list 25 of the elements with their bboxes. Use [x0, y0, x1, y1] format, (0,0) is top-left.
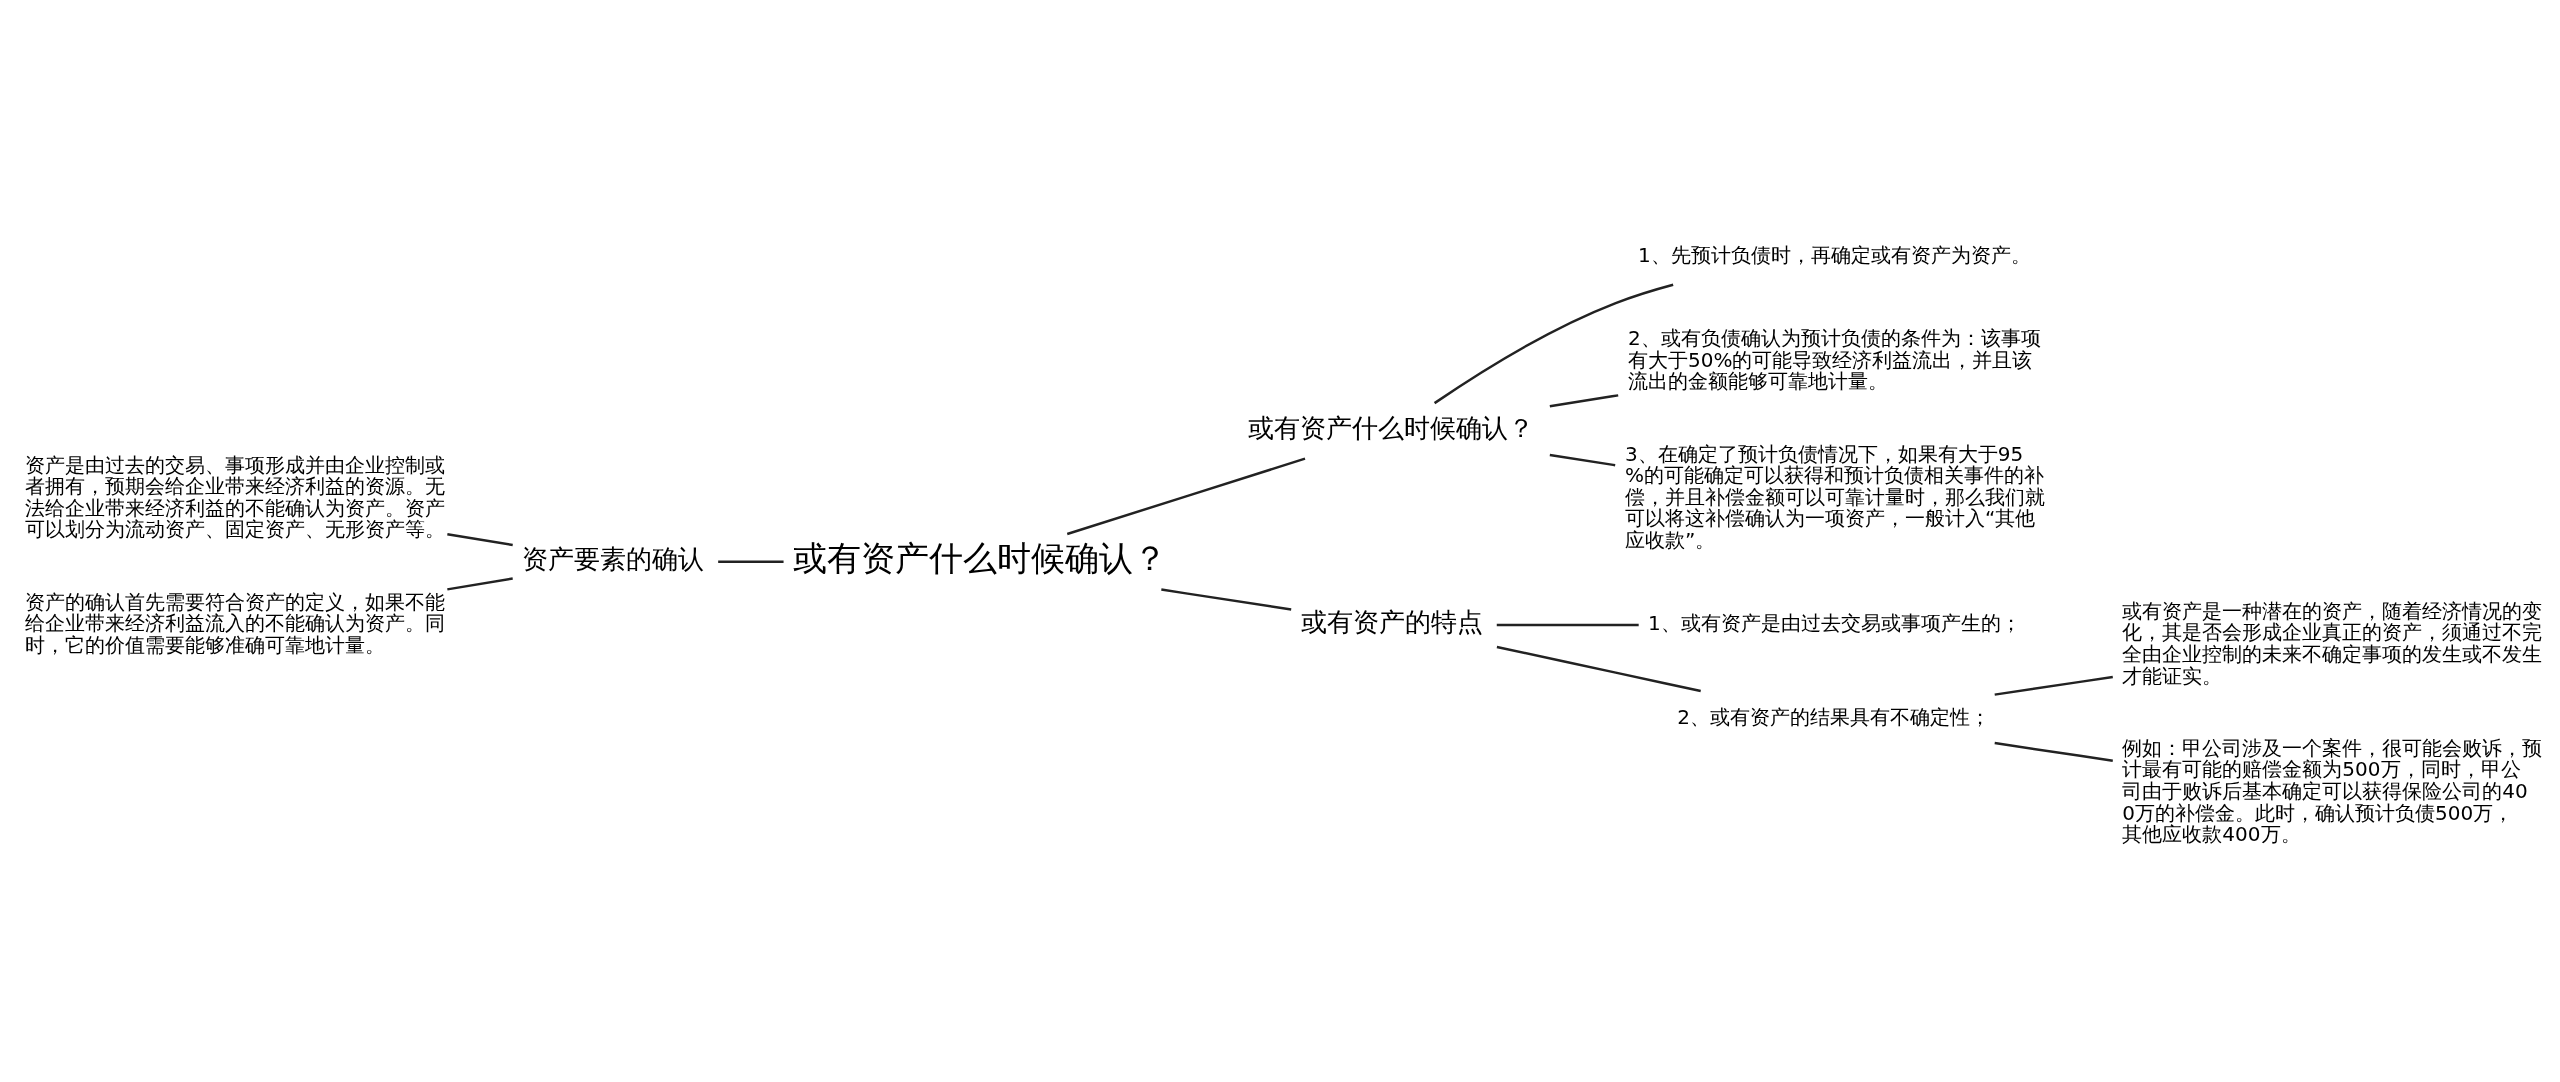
node-text: 或有资产的特点	[1300, 607, 1483, 638]
connector	[447, 577, 513, 591]
connector	[718, 560, 784, 563]
connector	[1994, 741, 2113, 762]
node-text: 或有资产什么时候确认？	[1247, 413, 1534, 444]
connector	[1549, 394, 1619, 408]
node-text: 资产的确认首先需要符合资产的定义，如果不能给企业带来经济利益流入的不能确认为资产。同时，它的价值需要能够准确可靠地计量。	[24, 589, 445, 657]
node-text: 或有资产是一种潜在的资产，随着经济情况的变化，其是否会形成企业真正的资产，须通过不完全由企业控制的未来不确定事项的发生或不发生才能证实。	[2122, 598, 2543, 688]
node-text: 2、或有资产的结果具有不确定性；	[1677, 705, 1991, 730]
node-text: 资产是由过去的交易、事项形成并由企业控制或者拥有，预期会给企业带来经济利益的资源。无法给企业带来经济利益的不能确认为资产。资产可以划分为流动资产、固定资产、无形资产等。	[24, 452, 445, 542]
node-text: 1、先预计负债时，再确定或有资产为资产。	[1638, 243, 2031, 268]
node-text: 2、或有负债确认为预计负债的条件为：该事项有大于50%的可能导致经济利益流出，并且该流出的金额能够可靠地计量。	[1628, 326, 2041, 394]
connector	[1066, 457, 1306, 536]
node-text: 例如：甲公司涉及一个案件，很可能会败诉，预计最有可能的赔偿金额为500万，同时，甲公司由于败诉后基本确定可以获得保险公司的400万的补偿金。此时，确认预计负债500万，其他应收款400万。	[2122, 735, 2543, 847]
node-text: 资产要素的确认	[522, 544, 705, 575]
connector	[1496, 645, 1701, 693]
connector	[1433, 283, 1674, 405]
connector	[447, 532, 513, 547]
connector	[1161, 588, 1292, 611]
connector	[1549, 453, 1616, 467]
connector	[1994, 675, 2113, 696]
node-text: 或有资产什么时候确认？	[793, 539, 1168, 579]
node-text: 1、或有资产是由过去交易或事项产生的；	[1648, 611, 2021, 636]
connector	[1496, 623, 1639, 627]
node-text: 3、在确定了预计负债情况下，如果有大于95%的可能确定可以获得和预计负债相关事件的补偿，并且补偿金额可以可靠计量时，那么我们就可以将这补偿确认为一项资产，一般计入“其他应收款”。	[1624, 441, 2045, 553]
